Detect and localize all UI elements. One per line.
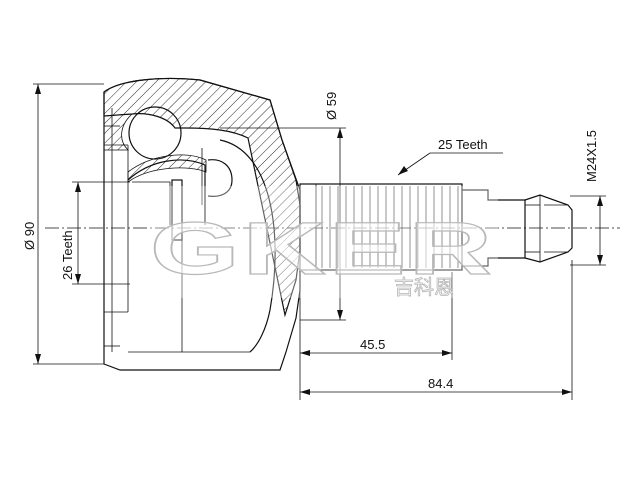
label-outer-diameter: Ø 90: [22, 222, 37, 250]
label-inner-teeth: 26 Teeth: [60, 230, 75, 280]
label-length-short: 45.5: [360, 337, 385, 352]
watermark-chinese: 吉科恩: [394, 275, 454, 299]
dimension-lines: [33, 83, 606, 400]
watermark: GKER 吉科恩: [148, 186, 498, 299]
label-bell-diameter: Ø 59: [324, 92, 339, 120]
label-length-total: 84.4: [428, 376, 453, 391]
stub-shaft: [299, 183, 573, 271]
label-thread: M24X1.5: [584, 130, 599, 182]
watermark-brand: GKER: [150, 207, 495, 290]
label-shaft-teeth: 25 Teeth: [438, 137, 488, 152]
